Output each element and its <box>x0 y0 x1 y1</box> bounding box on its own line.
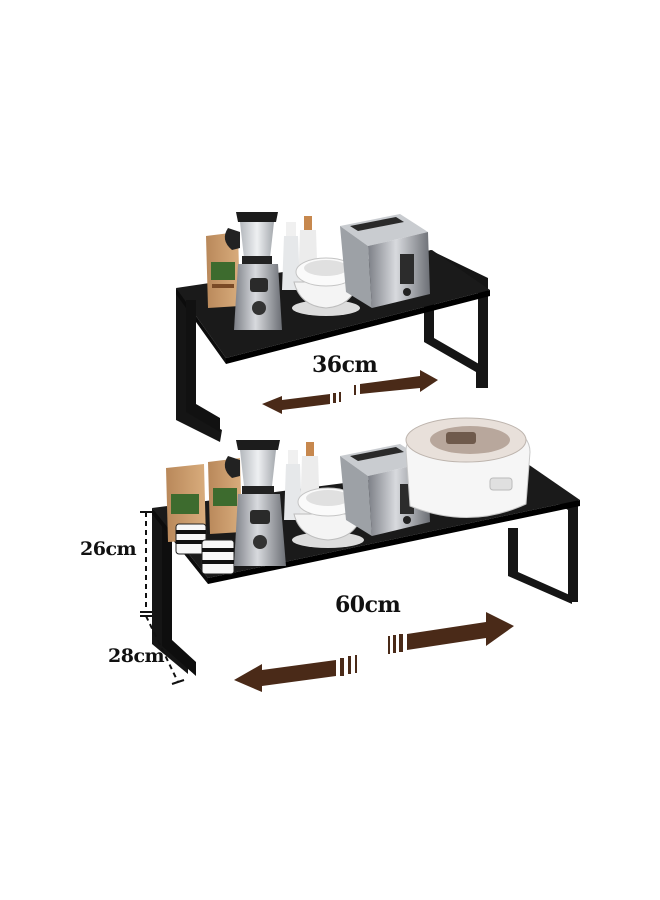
small-shelf <box>176 212 490 442</box>
small-shelf-width-label: 36cm <box>312 352 378 378</box>
width-arrow-60 <box>234 612 514 692</box>
bowl-stack-icon <box>292 487 364 548</box>
toaster-icon <box>340 214 430 308</box>
coffee-bag-icon <box>206 232 240 308</box>
depth-dimension-line <box>140 615 185 685</box>
mug-icon <box>175 523 235 575</box>
height-dimension-line <box>140 511 152 613</box>
blender-icon <box>224 440 286 566</box>
rice-cooker-icon <box>405 417 531 518</box>
large-shelf <box>152 417 580 676</box>
height-label: 26cm <box>80 538 137 560</box>
large-shelf-width-label: 60cm <box>335 592 401 618</box>
depth-label: 28cm <box>108 645 165 667</box>
width-arrow-36 <box>262 370 438 414</box>
blender-icon <box>224 212 282 330</box>
